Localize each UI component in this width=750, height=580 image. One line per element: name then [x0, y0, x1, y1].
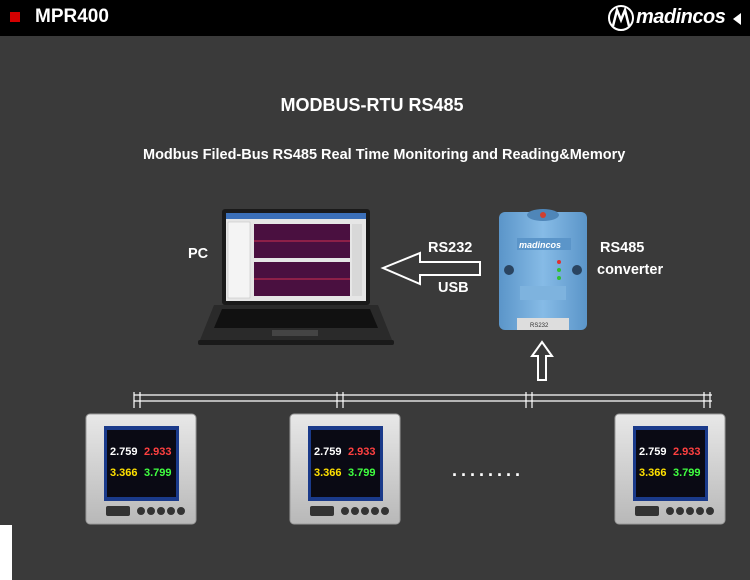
diagram-title: MODBUS-RTU RS485 — [280, 95, 464, 115]
meter-device: 2.759 2.933 3.366 3.799 — [614, 413, 726, 525]
meter-reading: 3.799 — [348, 467, 376, 479]
header-bar: MPR400 madincos — [0, 0, 750, 36]
meter-device: 2.759 2.933 3.366 3.799 — [289, 413, 401, 525]
laptop-icon — [198, 209, 394, 345]
red-square-icon — [10, 12, 20, 22]
brand-name: madincos — [636, 6, 726, 28]
meter-reading: 2.933 — [348, 446, 376, 458]
more-devices-ellipsis: ........ — [452, 460, 525, 480]
converter-label: converter — [597, 262, 664, 278]
rs485-label: RS485 — [600, 240, 645, 256]
rs485-converter-device: madincos RS232 — [499, 209, 587, 330]
edge-strip — [0, 525, 12, 580]
meter-reading: 3.366 — [110, 467, 138, 479]
m-logo-icon — [608, 5, 634, 31]
meter-reading: 2.933 — [673, 446, 701, 458]
product-name: MPR400 — [35, 6, 109, 27]
meter-reading: 3.366 — [639, 467, 667, 479]
meter-reading: 2.759 — [110, 446, 138, 458]
meter-reading: 3.799 — [673, 467, 701, 479]
converter-brand: madincos — [519, 240, 561, 250]
meter-reading: 2.933 — [144, 446, 172, 458]
meter-reading: 3.366 — [314, 467, 342, 479]
rs485-bus — [133, 392, 712, 408]
diagram-subtitle: Modbus Filed-Bus RS485 Real Time Monitor… — [143, 147, 626, 163]
meter-device: 2.759 2.933 3.366 3.799 — [85, 413, 197, 525]
pc-label: PC — [188, 246, 209, 262]
converter-port-label: RS232 — [530, 323, 549, 329]
usb-label: USB — [438, 280, 469, 296]
rs232-label: RS232 — [428, 240, 473, 256]
brand-logo: madincos — [608, 4, 743, 32]
meter-reading: 3.799 — [144, 467, 172, 479]
left-arrow-icon — [380, 251, 481, 286]
triangle-left-icon — [733, 13, 741, 25]
meter-reading: 2.759 — [639, 446, 667, 458]
meter-reading: 2.759 — [314, 446, 342, 458]
up-arrow-icon — [530, 340, 554, 381]
